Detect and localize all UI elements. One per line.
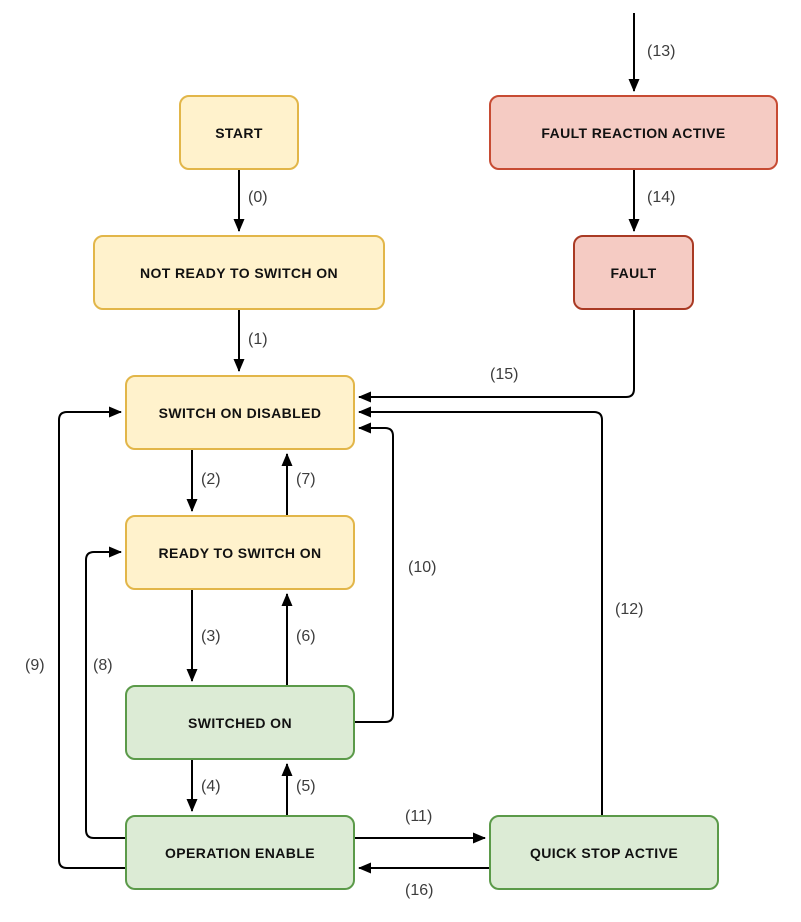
- state-switch-on-disabled: SWITCH ON DISABLED: [125, 375, 355, 450]
- edge-label-13: (13): [646, 42, 677, 62]
- edge-label-5: (5): [295, 777, 317, 797]
- state-ready-to-switch-on: READY TO SWITCH ON: [125, 515, 355, 590]
- arrow-15: [358, 310, 635, 403]
- edge-label-3: (3): [200, 627, 222, 647]
- edge-label-12: (12): [614, 600, 645, 620]
- edge-label-14: (14): [646, 188, 677, 208]
- edge-label-8: (8): [92, 656, 114, 676]
- edge-label-6: (6): [295, 627, 317, 647]
- edge-label-4: (4): [200, 777, 222, 797]
- edge-label-7: (7): [295, 470, 317, 490]
- edge-label-0: (0): [247, 188, 269, 208]
- edge-label-10: (10): [407, 558, 438, 578]
- state-operation-enable: OPERATION ENABLE: [125, 815, 355, 890]
- state-fault: FAULT: [573, 235, 694, 310]
- state-not-ready-to-switch-on: NOT READY TO SWITCH ON: [93, 235, 385, 310]
- arrow-8: [85, 546, 125, 839]
- arrow-9: [58, 406, 125, 869]
- arrow-10: [355, 422, 394, 723]
- state-start: START: [179, 95, 299, 170]
- state-quick-stop-active: QUICK STOP ACTIVE: [489, 815, 719, 890]
- edge-label-11: (11): [404, 807, 434, 827]
- edge-label-9: (9): [24, 656, 46, 676]
- edge-label-2: (2): [200, 470, 222, 490]
- edge-label-1: (1): [247, 330, 269, 350]
- edge-label-16: (16): [404, 881, 435, 901]
- state-switched-on: SWITCHED ON: [125, 685, 355, 760]
- state-fault-reaction-active: FAULT REACTION ACTIVE: [489, 95, 778, 170]
- edge-label-15: (15): [489, 365, 520, 385]
- arrow-12: [358, 406, 603, 815]
